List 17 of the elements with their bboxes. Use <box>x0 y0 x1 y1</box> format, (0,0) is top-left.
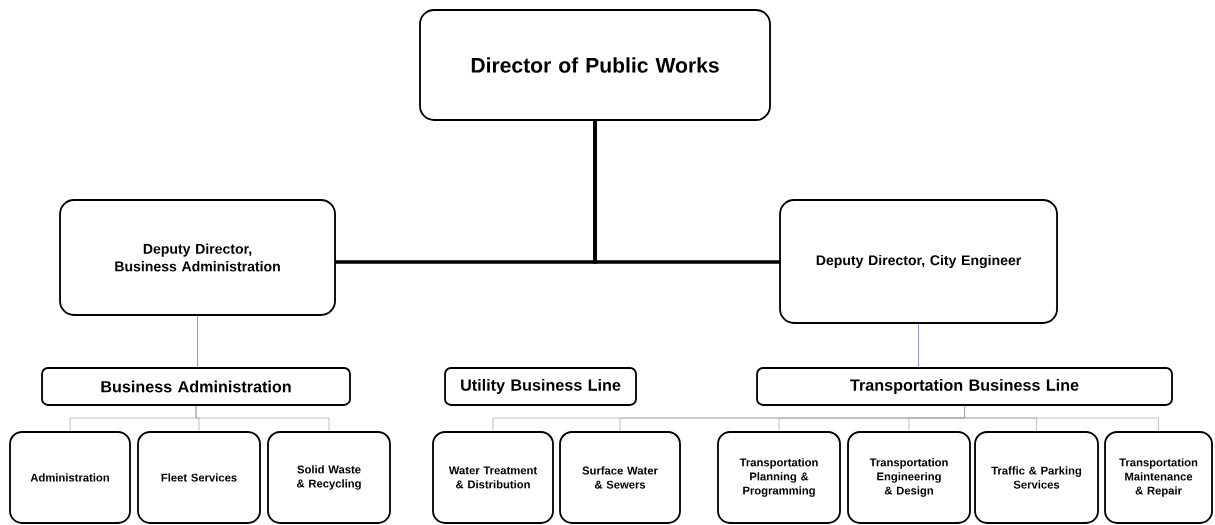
connector-line <box>197 315 198 368</box>
connector-line <box>918 323 919 368</box>
deputy-box: Deputy Director, Business Administration <box>59 199 336 316</box>
division-box: Solid Waste & Recycling <box>267 431 391 524</box>
deputy-box: Deputy Director, City Engineer <box>779 199 1058 324</box>
division-box: Surface Water & Sewers <box>559 431 681 524</box>
division-box: Transportation Maintenance & Repair <box>1104 431 1213 524</box>
connector-line <box>195 405 330 432</box>
connector-line <box>964 405 1159 432</box>
division-box: Traffic & Parking Services <box>974 431 1099 524</box>
division-box: Transportation Planning & Programming <box>717 431 841 524</box>
division-box: Fleet Services <box>137 431 261 524</box>
director-box: Director of Public Works <box>419 9 771 121</box>
division-box: Transportation Engineering & Design <box>847 431 971 524</box>
connector-line <box>593 120 780 264</box>
division-box: Water Treatment & Distribution <box>432 431 554 524</box>
division-box: Administration <box>9 431 131 524</box>
